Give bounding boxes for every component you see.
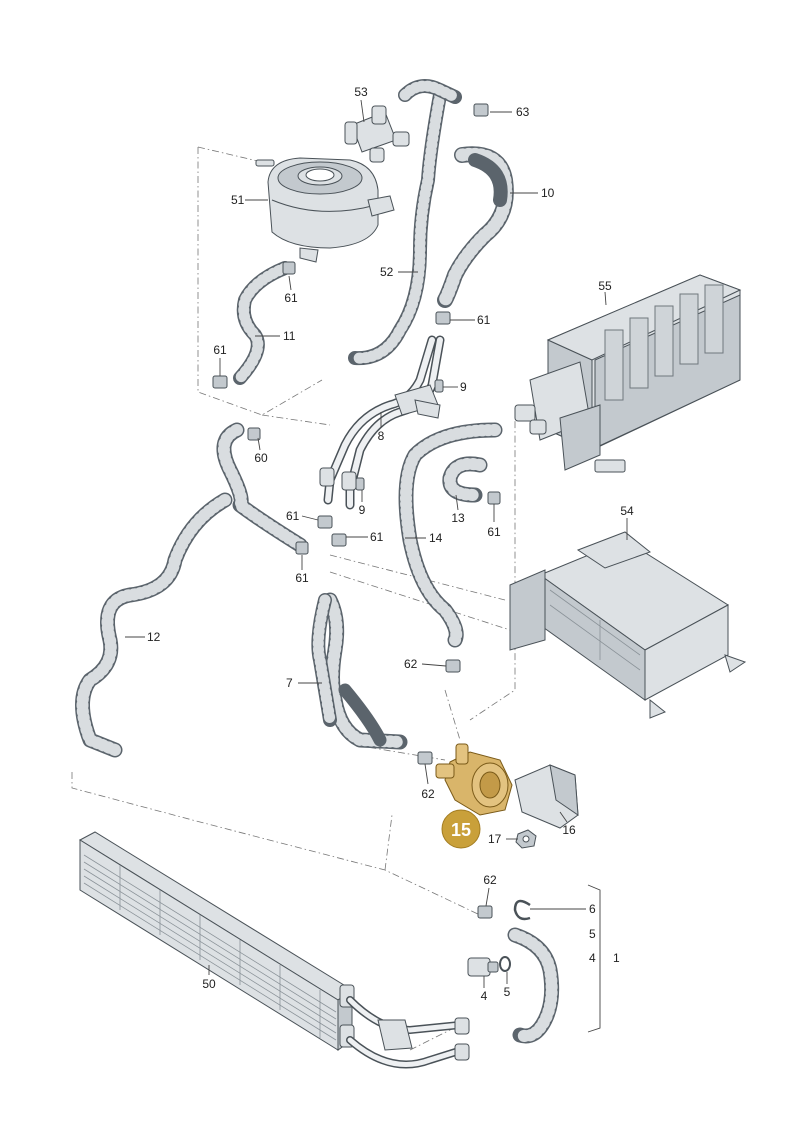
label-54[interactable]: 54 — [620, 504, 634, 518]
label-6[interactable]: 6 — [589, 902, 596, 916]
valve-53 — [344, 105, 410, 163]
label-50[interactable]: 50 — [202, 977, 216, 991]
o-ring-5 — [499, 956, 511, 972]
label-61-f[interactable]: 61 — [370, 530, 384, 544]
label-60[interactable]: 60 — [254, 451, 268, 465]
expansion-tank-51 — [255, 157, 395, 263]
radiator-pipes — [346, 996, 470, 1069]
module-55 — [514, 274, 742, 473]
label-4-b[interactable]: 4 — [481, 989, 488, 1003]
hoses — [75, 79, 560, 1044]
nut-17 — [515, 829, 537, 849]
label-5-b[interactable]: 5 — [504, 985, 511, 999]
sensor-4 — [467, 957, 499, 977]
cover-16 — [514, 764, 579, 829]
label-63[interactable]: 63 — [516, 105, 530, 119]
module-54 — [509, 531, 747, 719]
label-9-b[interactable]: 9 — [359, 503, 366, 517]
coolant-pump-15 — [435, 743, 513, 816]
part-15-badge[interactable]: 15 — [441, 809, 481, 849]
label-1[interactable]: 1 — [613, 951, 620, 965]
label-61-d[interactable]: 61 — [487, 525, 501, 539]
label-51[interactable]: 51 — [231, 193, 245, 207]
label-61-b[interactable]: 61 — [213, 343, 227, 357]
label-61-e[interactable]: 61 — [286, 509, 300, 523]
label-62-b[interactable]: 62 — [421, 787, 435, 801]
label-62-c[interactable]: 62 — [483, 873, 497, 887]
leader-lines — [125, 99, 628, 988]
part-labels: 53 63 10 51 52 61 11 61 55 61 9 8 60 9 1… — [147, 85, 634, 1003]
label-13[interactable]: 13 — [451, 511, 465, 525]
label-16[interactable]: 16 — [562, 823, 576, 837]
label-17[interactable]: 17 — [488, 832, 502, 846]
label-55[interactable]: 55 — [598, 279, 612, 293]
label-7[interactable]: 7 — [286, 676, 293, 690]
label-12[interactable]: 12 — [147, 630, 161, 644]
label-5-a[interactable]: 5 — [589, 927, 596, 941]
label-4-a[interactable]: 4 — [589, 951, 596, 965]
label-61-g[interactable]: 61 — [295, 571, 309, 585]
radiator-50 — [78, 831, 355, 1051]
label-8[interactable]: 8 — [378, 429, 385, 443]
label-10[interactable]: 10 — [541, 186, 555, 200]
clip-6 — [513, 899, 531, 921]
label-9-a[interactable]: 9 — [460, 380, 467, 394]
label-53[interactable]: 53 — [354, 85, 368, 99]
label-61-a[interactable]: 61 — [284, 291, 298, 305]
label-14[interactable]: 14 — [429, 531, 443, 545]
label-11[interactable]: 11 — [283, 329, 296, 343]
pipe-8 — [319, 335, 445, 510]
part-15-label: 15 — [451, 820, 471, 840]
group-bracket — [587, 884, 601, 1033]
clamps — [212, 103, 501, 919]
label-52[interactable]: 52 — [380, 265, 394, 279]
label-61-c[interactable]: 61 — [477, 313, 491, 327]
label-62-a[interactable]: 62 — [404, 657, 418, 671]
